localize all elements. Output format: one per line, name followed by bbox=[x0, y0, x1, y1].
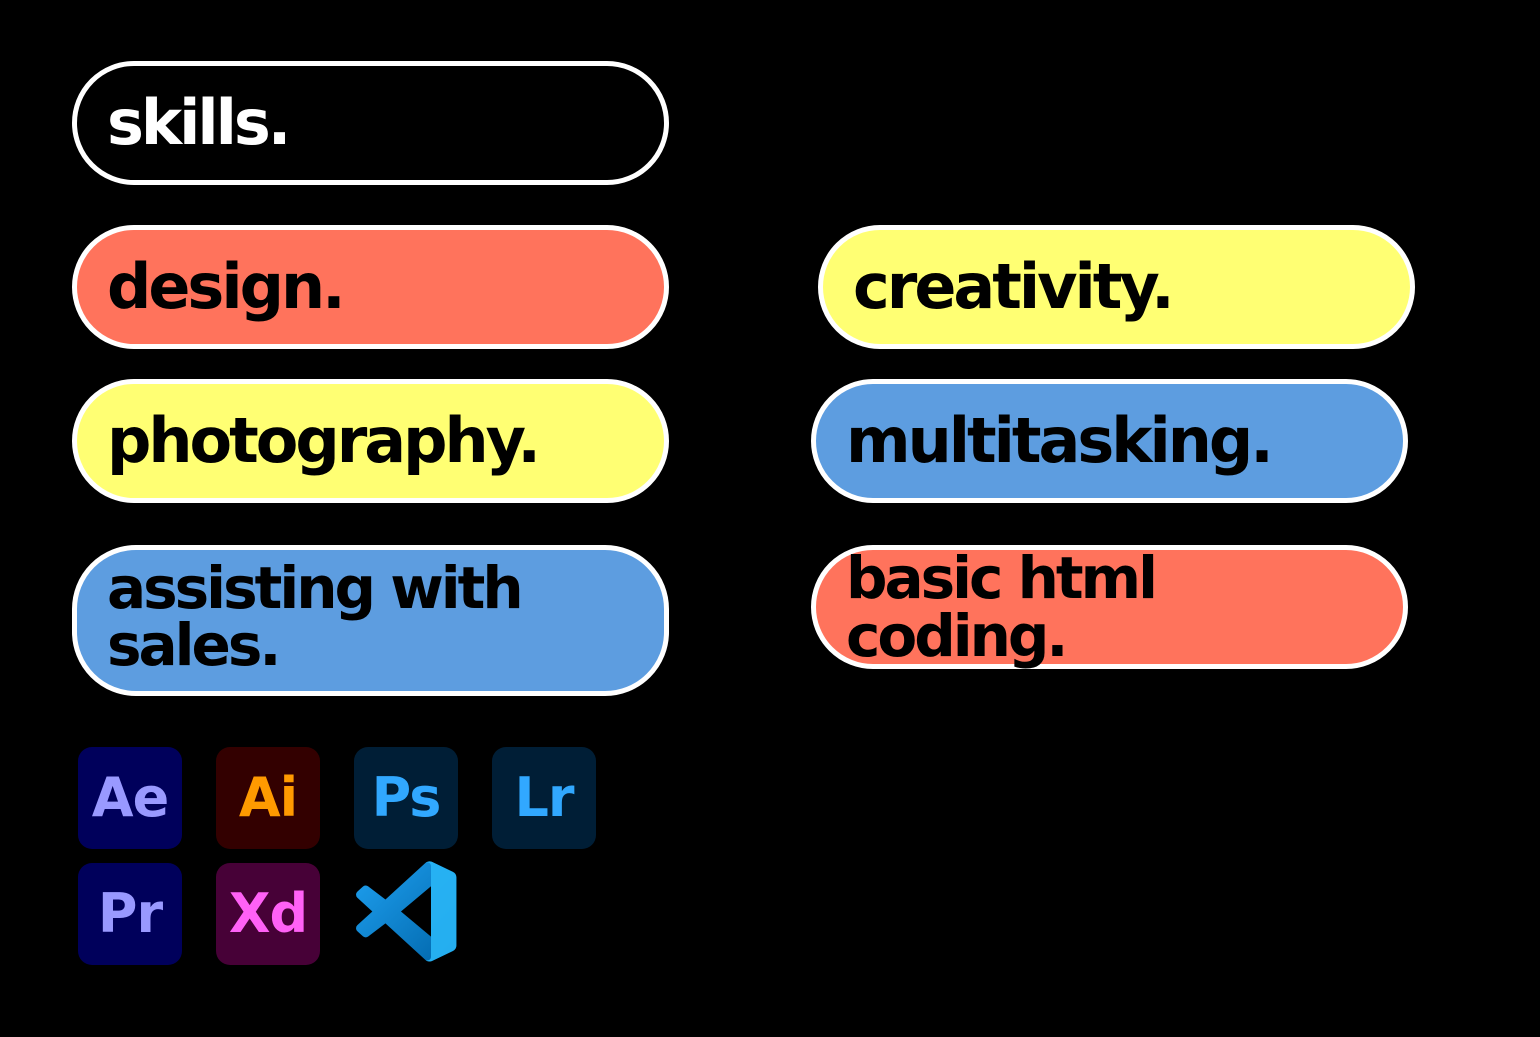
skill-label: creativity. bbox=[853, 250, 1175, 323]
skill-label: multitasking. bbox=[846, 404, 1274, 477]
skill-pill-multitasking: multitasking. bbox=[811, 379, 1408, 503]
after-effects-abbr: Ae bbox=[91, 765, 169, 829]
skill-label: design. bbox=[107, 250, 346, 323]
skill-pill-assisting: assisting with sales. bbox=[72, 545, 669, 696]
premiere-pro-abbr: Pr bbox=[97, 881, 163, 945]
skills-title-text: skills. bbox=[107, 86, 291, 159]
skill-label: photography. bbox=[107, 404, 541, 477]
premiere-pro-icon: Pr bbox=[78, 863, 182, 965]
skill-pill-html: basic html coding. bbox=[811, 545, 1408, 669]
lightroom-icon: Lr bbox=[492, 747, 596, 849]
illustrator-icon: Ai bbox=[216, 747, 320, 849]
skill-pill-creativity: creativity. bbox=[818, 225, 1415, 349]
lightroom-abbr: Lr bbox=[514, 765, 574, 829]
skill-pill-photography: photography. bbox=[72, 379, 669, 503]
illustrator-abbr: Ai bbox=[238, 765, 298, 829]
after-effects-icon: Ae bbox=[78, 747, 182, 849]
vscode-icon bbox=[356, 861, 457, 962]
skill-label: basic html coding. bbox=[846, 544, 1158, 670]
photoshop-abbr: Ps bbox=[371, 765, 442, 829]
skills-title: skills. bbox=[72, 61, 669, 185]
xd-abbr: Xd bbox=[228, 881, 308, 945]
xd-icon: Xd bbox=[216, 863, 320, 965]
skill-label: assisting with sales. bbox=[107, 553, 524, 679]
photoshop-icon: Ps bbox=[354, 747, 458, 849]
skill-pill-design: design. bbox=[72, 225, 669, 349]
